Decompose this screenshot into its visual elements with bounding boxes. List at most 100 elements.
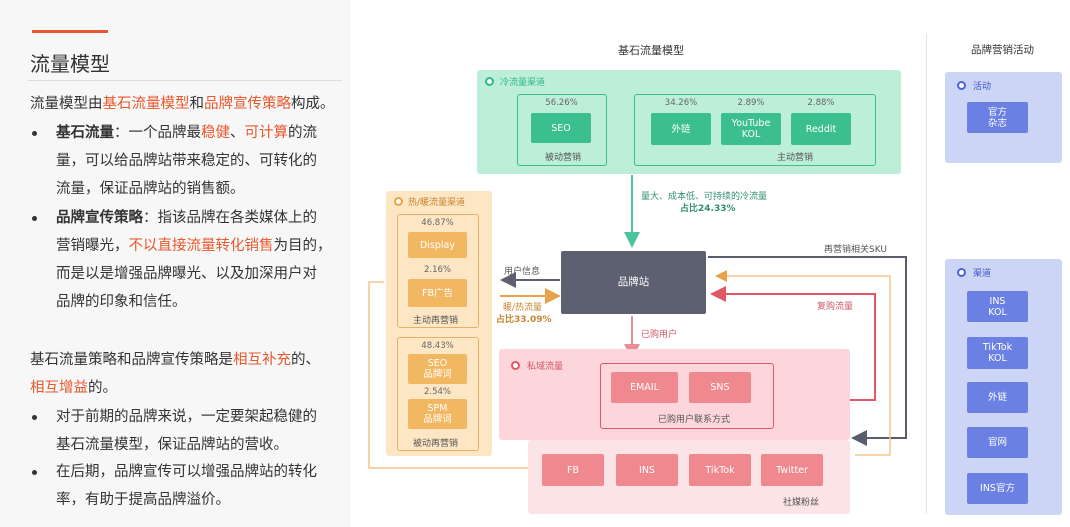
diagram-title: 基石流量模型	[618, 44, 684, 57]
page-title: 流量模型	[30, 52, 110, 76]
cold-traffic-panel: 冷流量渠道 56.26% SEO 被动营销 34.26% 外链 2.89% Yo…	[477, 70, 901, 174]
reddit-node: Reddit	[791, 113, 851, 145]
email-node: EMAIL	[611, 372, 678, 403]
bullet-1-line-2: 量，可以给品牌站带来稳定的、可转化的	[56, 153, 317, 169]
passive-retargeting-group: 48.43% SEO 品牌词 2.54% SPM 品牌词 被动再营销	[397, 337, 479, 451]
purchased-users-label: 已购用户	[641, 330, 678, 340]
official-site-node: 官网	[967, 427, 1028, 458]
bullet-1-text-2: 、	[230, 125, 245, 141]
display-node: Display	[408, 232, 467, 258]
title-divider	[28, 80, 342, 81]
twitter-node: Twitter	[761, 454, 823, 486]
cold-flow-note: 量大、成本低、可持续的冷流量	[641, 192, 768, 202]
bullet-2-highlight: 不以直接流量转化销售	[128, 238, 274, 254]
sns-node: SNS	[689, 372, 751, 403]
backlink-percent: 34.26%	[664, 98, 698, 108]
bullet-2-text-3: 为目的，	[273, 238, 332, 254]
summary-line-2: 相互增益的。	[30, 376, 117, 400]
tiktok-kol-node: TikTok KOL	[967, 337, 1028, 369]
private-traffic-panel: 私域流量 EMAIL SNS 已购用户联系方式	[499, 349, 850, 440]
backlink-node: 外链	[651, 113, 711, 145]
cold-flow-share: 占比24.33%	[680, 204, 736, 214]
ins-official-node: INS官方	[967, 473, 1028, 504]
summary-text: 基石流量策略和品牌宣传策略是	[30, 352, 233, 368]
active-marketing-group: 34.26% 外链 2.89% YouTube KOL 2.88% Reddit…	[634, 94, 876, 166]
active-retargeting-group: 46.87% Display 2.16% FB广告 主动再营销	[397, 214, 479, 328]
summary-text-3: 的。	[88, 380, 117, 396]
bullet-dot	[32, 415, 37, 420]
intro-highlight-2: 品牌宣传策略	[204, 96, 291, 112]
bullet-2-line-1: 品牌宣传策略：指该品牌在各类媒体上的	[56, 206, 317, 230]
fb-ads-percent: 2.16%	[423, 265, 451, 275]
passive-retargeting-label: 被动再营销	[413, 439, 459, 449]
social-fans-label: 社媒粉丝	[783, 498, 820, 508]
spm-brand-percent: 2.54%	[423, 387, 451, 397]
summary-highlight-2: 相互增益	[30, 380, 88, 396]
ins-kol-node: INS KOL	[967, 291, 1028, 322]
bullet-dot	[32, 216, 37, 221]
user-info-label: 用户信息	[504, 267, 541, 277]
summary-text-2: 的、	[291, 352, 320, 368]
hot-traffic-title: 热/暖流量渠道	[408, 198, 466, 208]
channel-ring-icon	[957, 268, 966, 277]
active-marketing-label: 主动营销	[777, 153, 814, 163]
summary-line-1: 基石流量策略和品牌宣传策略是相互补充的、	[30, 348, 320, 372]
official-magazine-node: 官方 杂志	[967, 102, 1028, 133]
brand-marketing-title: 品牌营销活动	[971, 44, 1034, 56]
intro-highlight-1: 基石流量模型	[102, 96, 190, 112]
bullet-2-line-2: 营销曝光，不以直接流量转化销售为目的，	[56, 234, 332, 258]
channel-panel: 渠道 INS KOL TikTok KOL 外链 官网 INS官方	[945, 259, 1062, 515]
fb-node: FB	[542, 454, 604, 486]
reddit-percent: 2.88%	[807, 98, 835, 108]
youtube-kol-node: YouTube KOL	[721, 113, 781, 145]
contact-label: 已购用户联系方式	[658, 415, 731, 425]
bullet-1-line-3: 流量，保证品牌站的销售额。	[56, 181, 245, 197]
channel-title: 渠道	[973, 269, 992, 279]
bullet-4-line-2: 率，有助于提高品牌溢价。	[56, 492, 230, 508]
activity-title: 活动	[973, 82, 992, 92]
hot-traffic-panel: 热/暖流量渠道 46.87% Display 2.16% FB广告 主动再营销 …	[386, 191, 492, 456]
bullet-1-heading: 基石流量	[56, 125, 114, 141]
bullet-3-line-1: 对于前期的品牌来说，一定要架起稳健的	[56, 409, 317, 425]
seo-brand-node: SEO 品牌词	[408, 354, 467, 384]
repurchase-label: 复购流量	[817, 302, 854, 312]
activity-ring-icon	[957, 81, 966, 90]
seo-brand-percent: 48.43%	[421, 341, 454, 351]
bullet-3-line-2: 基石流量模型，保证品牌站的营收。	[56, 437, 288, 453]
summary-highlight-1: 相互补充	[233, 352, 291, 368]
spm-brand-node: SPM 品牌词	[408, 399, 467, 429]
bullet-2-line-3: 而是以是增强品牌曝光、以及加深用户对	[56, 266, 317, 282]
passive-marketing-group: 56.26% SEO 被动营销	[517, 94, 607, 166]
retarget-sku-label: 再营销相关SKU	[824, 245, 887, 255]
activity-panel: 活动 官方 杂志	[945, 72, 1062, 163]
bullet-2-heading: 品牌宣传策略	[56, 210, 143, 226]
bullet-2-text: ：指该品牌在各类媒体上的	[143, 210, 317, 226]
intro-line: 流量模型由基石流量模型和品牌宣传策略构成。	[30, 92, 335, 116]
bullet-dot	[32, 470, 37, 475]
passive-marketing-label: 被动营销	[545, 153, 582, 163]
contact-group: EMAIL SNS 已购用户联系方式	[600, 363, 774, 429]
text-panel: 流量模型 流量模型由基石流量模型和品牌宣传策略构成。 基石流量：一个品牌最稳健、…	[0, 0, 350, 527]
seo-percent: 56.26%	[545, 98, 578, 108]
bullet-4-line-1: 在后期，品牌宣传可以增强品牌站的转化	[56, 464, 317, 480]
cold-traffic-title: 冷流量渠道	[500, 78, 546, 88]
bullet-1-highlight-2: 可计算	[244, 125, 289, 141]
private-ring-icon	[511, 361, 520, 370]
intro-text-3: 构成。	[291, 96, 335, 112]
intro-text-2: 和	[189, 96, 205, 112]
backlink-channel-node: 外链	[967, 382, 1028, 413]
cold-ring-icon	[485, 77, 494, 86]
column-divider	[926, 34, 927, 514]
tiktok-node: TikTok	[689, 454, 751, 486]
hot-ring-icon	[394, 197, 403, 206]
brand-site-node: 品牌站	[561, 251, 706, 314]
warm-flow-note: 暖/热流量	[503, 303, 543, 313]
seo-node: SEO	[531, 113, 591, 143]
bullet-dot	[32, 131, 37, 136]
bullet-1-highlight-1: 稳健	[201, 125, 230, 141]
bullet-2-line-4: 品牌的印象和信任。	[56, 294, 187, 310]
active-retargeting-label: 主动再营销	[413, 316, 459, 326]
bullet-1-text: ：一个品牌最	[114, 125, 201, 141]
display-percent: 46.87%	[421, 218, 454, 228]
intro-text: 流量模型由	[30, 96, 103, 112]
